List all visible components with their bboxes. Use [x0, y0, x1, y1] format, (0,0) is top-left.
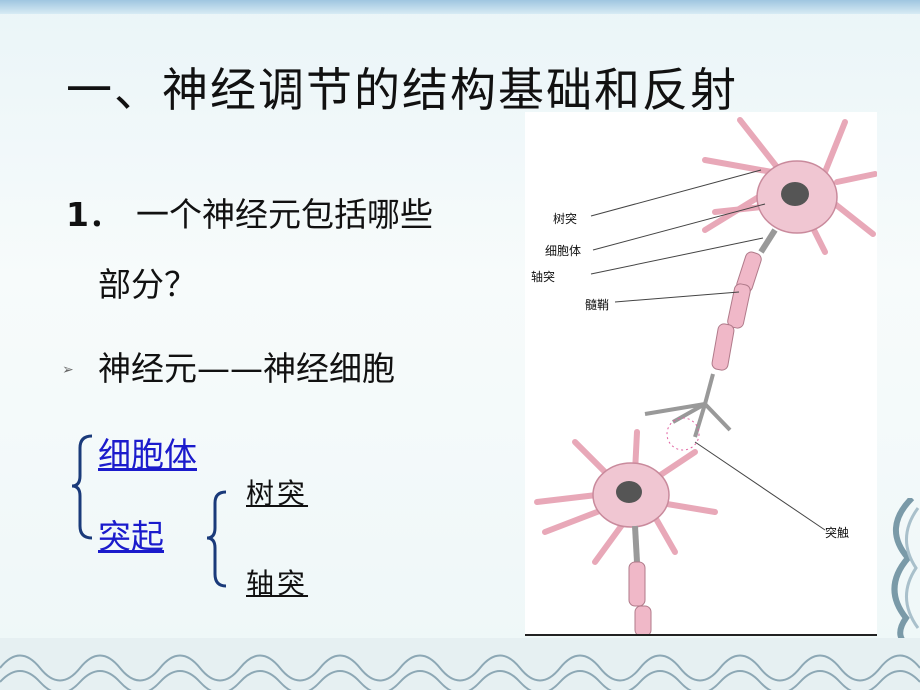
label-myelin: 髓鞘	[585, 298, 610, 312]
label-axon: 轴突	[531, 270, 556, 284]
figure-baseline	[525, 634, 877, 636]
dragon-decor-icon	[891, 498, 920, 648]
question-1-continued: 部分？	[98, 265, 197, 304]
neuron-definition: 神经元——神经细胞	[98, 349, 395, 388]
left-brace-icon	[71, 434, 93, 540]
question-number: 1．	[66, 195, 122, 234]
neuron-illustration	[534, 117, 878, 637]
question-1: 1． 一个神经元包括哪些	[66, 188, 433, 236]
top-decor-band	[0, 0, 920, 14]
question-text: 一个神经元包括哪些	[135, 195, 433, 234]
label-dendrite: 树突	[553, 212, 578, 226]
process-link[interactable]: 突起	[98, 517, 164, 556]
label-synapse: 突触	[825, 526, 850, 540]
right-brace-icon	[206, 490, 227, 588]
cell-body-link[interactable]: 细胞体	[98, 435, 197, 474]
axon-text: 轴突	[246, 567, 309, 600]
neuron-diagram: 树突 细胞体 轴突 髓鞘 突触	[525, 112, 878, 637]
wave-border-icon	[0, 638, 920, 690]
arrow-bullet-icon: ➢	[62, 362, 74, 378]
dendrite-text: 树突	[246, 477, 309, 510]
slide-title: 一、神经调节的结构基础和反射	[66, 63, 738, 117]
label-cell-body: 细胞体	[545, 244, 582, 258]
